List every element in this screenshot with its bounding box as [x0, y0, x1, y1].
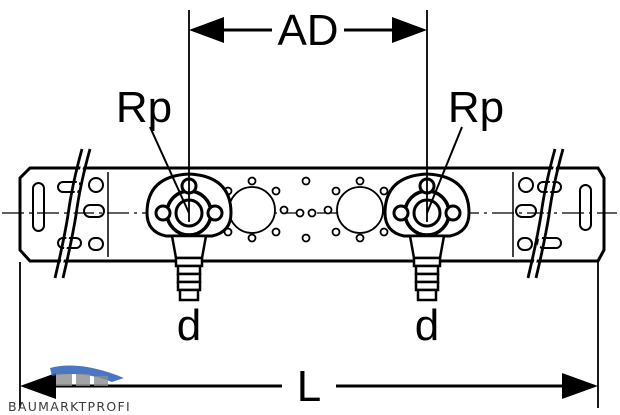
d-label-right: d: [415, 301, 439, 350]
l-dimension: [20, 373, 598, 399]
d-label-left: d: [177, 301, 201, 350]
rp-label-left: Rp: [116, 83, 172, 132]
watermark-text: BAUMARKTPROFI: [8, 399, 131, 414]
rail-plate: [18, 166, 606, 263]
left-connector: [170, 234, 208, 302]
rp-label-right: Rp: [448, 83, 504, 132]
ad-dimension: [189, 17, 427, 43]
l-extension-lines: [19, 262, 599, 408]
center-hole-pattern: [223, 176, 389, 243]
break-marks: [53, 148, 565, 279]
watermark-logo: [50, 365, 124, 386]
ad-extension-lines: [188, 10, 428, 222]
right-connector: [408, 234, 446, 302]
l-label: L: [297, 362, 321, 411]
ad-label: AD: [277, 6, 338, 55]
break-gaps: [57, 152, 561, 275]
rp-leaders: [149, 126, 463, 214]
